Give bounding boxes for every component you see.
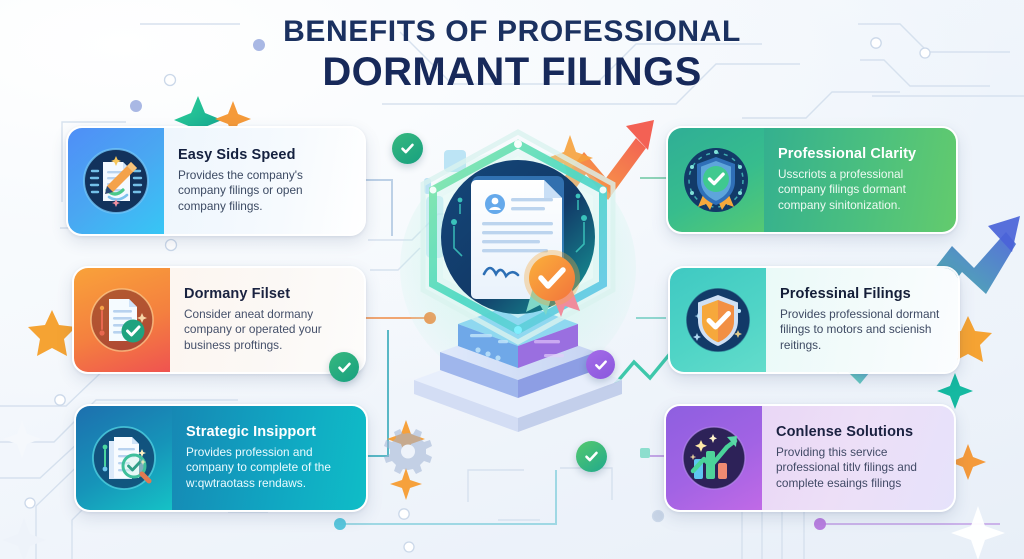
star-orange-left <box>28 310 76 356</box>
sparkle-white-bottom-right <box>951 506 1005 559</box>
check-icon <box>594 359 607 370</box>
card-title: Conlense Solutions <box>776 424 914 441</box>
card-body: Conlense Solutions Providing this servic… <box>762 406 954 510</box>
sparkle-orange-right <box>950 444 986 480</box>
card-body: Professinal Filings Provides professiona… <box>766 268 958 372</box>
card-description: Consider aneat dormany company or operat… <box>184 306 322 353</box>
shield-check-icon <box>684 148 748 212</box>
benefit-card-conlense-solutions[interactable]: Conlense Solutions Providing this servic… <box>664 404 956 512</box>
card-body: Dormany Filset Consider aneat dormany co… <box>170 268 364 372</box>
check-icon <box>401 143 414 154</box>
sparkle-green-top-left <box>174 96 222 144</box>
center-hero-graphic <box>398 118 638 438</box>
card-body: Easy Sids Speed Provides the company's c… <box>164 128 364 234</box>
magnifier-icon <box>121 453 152 484</box>
growth-chart-icon <box>682 426 746 490</box>
card-description: Provides profession and company to compl… <box>186 444 331 491</box>
icon-panel <box>68 128 164 234</box>
benefit-card-strategic-insipport[interactable]: Strategic Insipport Provides profession … <box>74 404 368 512</box>
card-title: Professional Clarity <box>778 146 917 163</box>
sparkle-orange-center2 <box>390 468 422 500</box>
card-description: Providing this service professional titl… <box>776 444 917 491</box>
certificate-ribbon-badge <box>524 250 580 317</box>
sparkle-orange-top-left <box>215 101 251 137</box>
circuit-node-filled <box>130 39 265 112</box>
card-title: Dormany Filset <box>184 286 291 303</box>
shield-check-orange-icon <box>685 287 751 353</box>
icon-panel <box>76 406 172 510</box>
document-check-icon <box>90 288 154 352</box>
document-pencil-icon <box>83 148 149 214</box>
benefit-card-professinal-filings[interactable]: Professinal Filings Provides professiona… <box>668 266 960 374</box>
gear-icon <box>384 429 432 474</box>
check-icon <box>337 362 351 372</box>
icon-panel <box>74 268 170 372</box>
benefit-card-professional-clarity[interactable]: Professional Clarity Usscriots a profess… <box>666 126 958 234</box>
card-title: Easy Sids Speed <box>178 147 296 164</box>
card-body: Strategic Insipport Provides profession … <box>172 406 366 510</box>
sparkle-teal-right <box>937 373 973 409</box>
card-title: Professinal Filings <box>780 286 911 303</box>
card-title: Strategic Insipport <box>186 424 316 441</box>
card-body: Professional Clarity Usscriots a profess… <box>764 128 956 232</box>
document-magnifier-icon <box>92 426 156 490</box>
check-badge-lower <box>576 441 607 472</box>
signature-line <box>482 266 520 279</box>
check-badge-top <box>392 133 423 164</box>
inner-circuit-accents <box>453 200 585 257</box>
benefit-card-easy-sids-speed[interactable]: Easy Sids Speed Provides the company's c… <box>66 126 366 236</box>
check-badge-right <box>586 350 615 379</box>
icon-panel <box>668 128 764 232</box>
card-description: Provides the company's company filings o… <box>178 167 303 214</box>
check-icon <box>585 451 598 462</box>
benefit-card-dormany-filset[interactable]: Dormany Filset Consider aneat dormany co… <box>72 266 366 374</box>
card-description: Provides professional dormant filings to… <box>780 306 940 353</box>
icon-panel <box>670 268 766 372</box>
pencil-icon <box>105 162 137 194</box>
card-description: Usscriots a professional company filings… <box>778 166 906 213</box>
icon-panel <box>666 406 762 510</box>
sparkle-white-bottom-left <box>2 518 46 559</box>
check-badge-mid-left <box>329 352 359 382</box>
sparkle-white-left <box>3 420 41 458</box>
